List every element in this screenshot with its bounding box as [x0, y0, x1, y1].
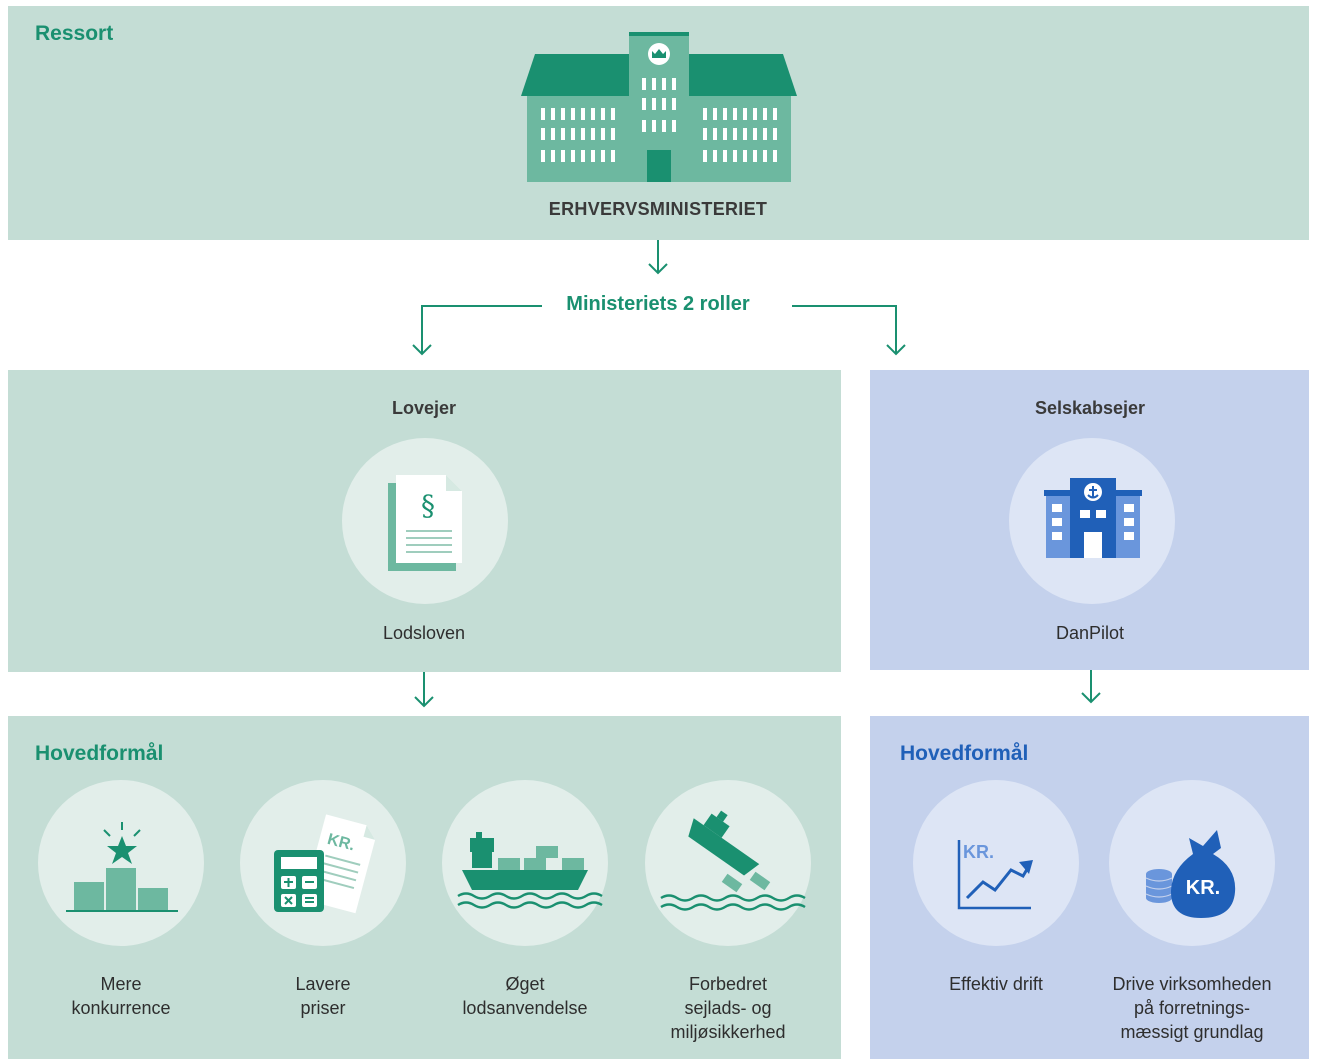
podium-star-icon	[66, 822, 178, 912]
company-building-icon	[1044, 478, 1142, 558]
hovedformaal-right-title: Hovedformål	[900, 742, 1029, 765]
caption-line: sejlads- og	[684, 998, 772, 1018]
caption-line: Øget	[505, 974, 545, 994]
sinking-ship-icon	[660, 810, 806, 911]
purpose-caption-business: Drive virksomheden på forretnings- mæssi…	[1082, 972, 1302, 1044]
lovejer-caption: Lodsloven	[382, 623, 466, 643]
caption-line: Forbedret	[688, 974, 768, 994]
ministry-name: ERHVERVSMINISTERIET	[548, 199, 768, 219]
roles-label: Ministeriets 2 roller	[566, 293, 750, 315]
cargo-ship-icon	[457, 832, 603, 909]
purpose-caption-safety: Forbedret sejlads- og miljøsikkerhed	[628, 972, 828, 1044]
purpose-caption-efficiency: Effektiv drift	[896, 972, 1096, 996]
caption-line: mæssigt grundlag	[1120, 1022, 1264, 1042]
lovejer-title: Lovejer	[391, 398, 457, 418]
hovedformaal-left-title: Hovedformål	[35, 742, 164, 765]
caption-line: konkurrence	[71, 998, 171, 1018]
purpose-circle-competition	[38, 780, 204, 946]
caption-line: priser	[300, 998, 346, 1018]
purpose-circle-efficiency	[913, 780, 1079, 946]
caption-line: Effektiv drift	[949, 974, 1043, 994]
svg-text:§: §	[421, 489, 435, 522]
calculator-invoice-icon: KR.	[274, 814, 376, 914]
caption-line: Mere	[100, 974, 142, 994]
caption-line: miljøsikkerhed	[670, 1022, 786, 1042]
ressort-label: Ressort	[35, 22, 114, 45]
selskabsejer-caption: DanPilot	[1055, 623, 1125, 643]
bag-kr-label: KR.	[1186, 877, 1220, 899]
caption-line: på forretnings-	[1133, 998, 1251, 1018]
chart-kr-label: KR.	[963, 842, 994, 862]
money-bag-icon: KR.	[1145, 830, 1236, 918]
selskabsejer-title: Selskabsejer	[1034, 398, 1146, 418]
caption-line: Lavere	[295, 974, 351, 994]
caption-line: lodsanvendelse	[462, 998, 588, 1018]
caption-line: Drive virksomheden	[1112, 974, 1272, 994]
ministry-building-icon	[521, 32, 797, 182]
purpose-caption-pilotage: Øget lodsanvendelse	[425, 972, 625, 1020]
invoice-label: KR.	[326, 831, 357, 855]
purpose-caption-prices: Lavere priser	[223, 972, 423, 1020]
law-document-icon: §	[388, 475, 462, 571]
purpose-caption-competition: Mere konkurrence	[21, 972, 221, 1020]
growth-chart-icon: KR.	[957, 840, 1033, 910]
